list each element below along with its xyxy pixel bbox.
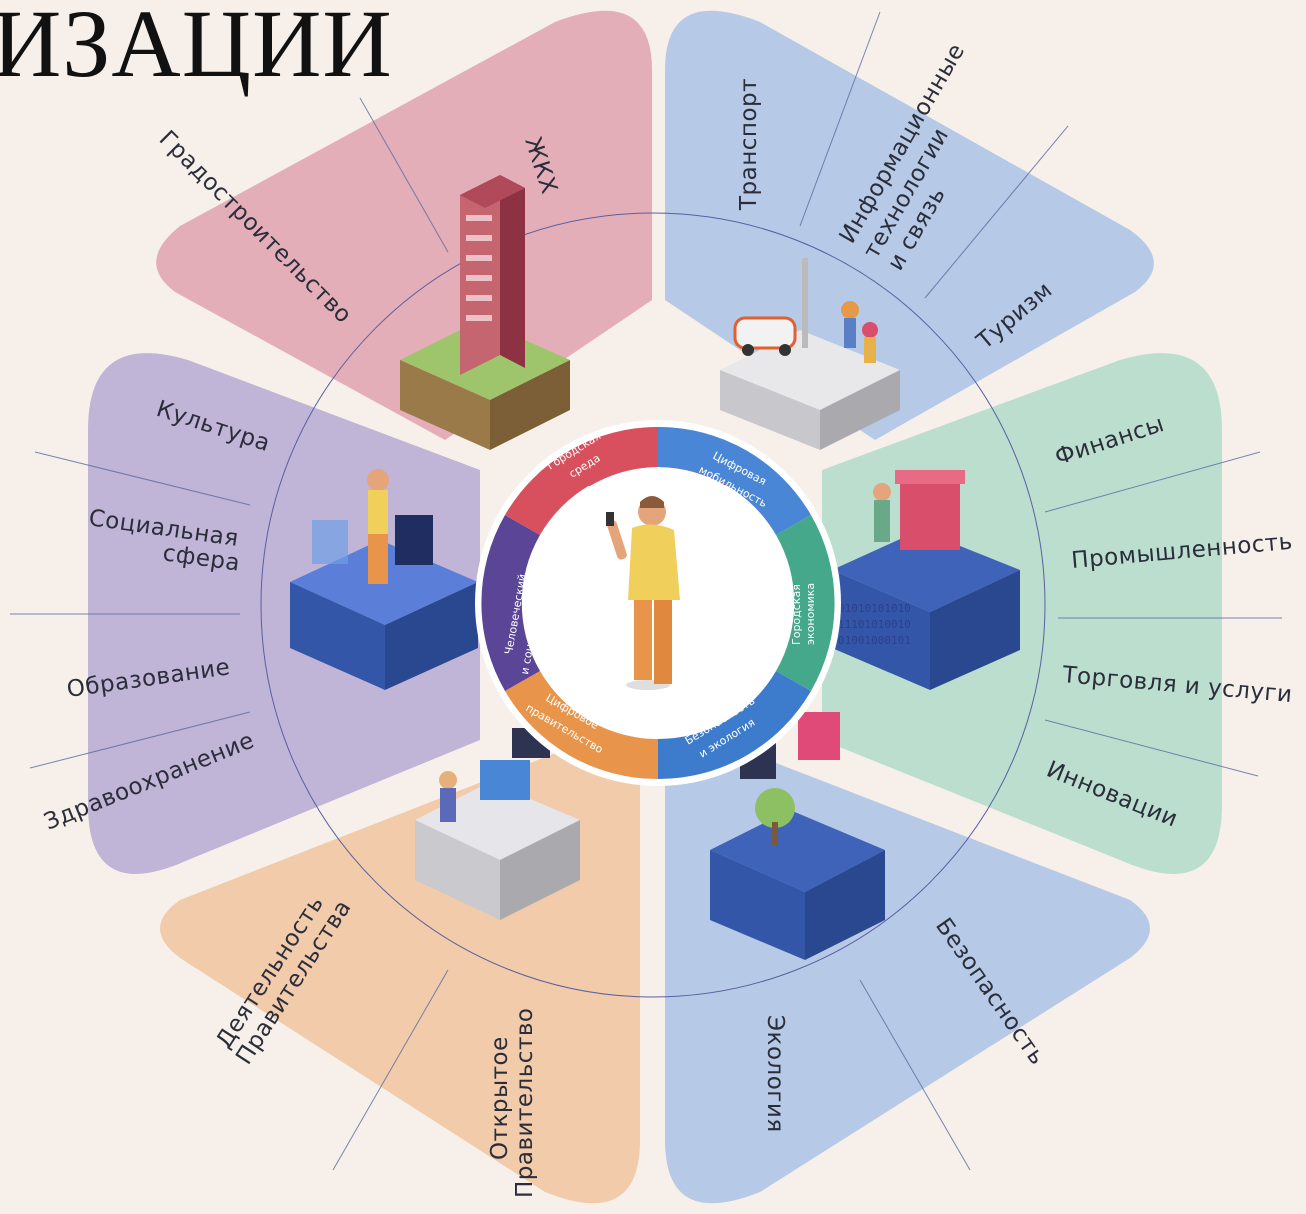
ring-segment-economy bbox=[776, 515, 835, 691]
ring-segment-government bbox=[505, 671, 658, 780]
binary-row-2: 11101010010 bbox=[838, 618, 911, 631]
page-title: ИЗАЦИИ bbox=[0, 0, 393, 97]
human-illustration bbox=[290, 469, 478, 690]
ring-segment-mobility bbox=[658, 426, 811, 535]
ring-segment-safety bbox=[658, 671, 811, 780]
ring-segment-urban-main bbox=[505, 426, 658, 535]
sector-urban bbox=[156, 10, 653, 441]
safety-illustration bbox=[710, 712, 885, 960]
binary-row-3: 01001000101 bbox=[838, 634, 911, 647]
building-illustration bbox=[400, 175, 570, 450]
center-person bbox=[606, 496, 680, 690]
street-illustration bbox=[720, 258, 900, 450]
ring-label-economy-2: экономика bbox=[804, 583, 817, 645]
ring-segment-human bbox=[481, 515, 540, 691]
label-otkrytoe: Открытое bbox=[487, 1036, 513, 1160]
edge-text-fragment: I bbox=[0, 500, 2, 569]
ring-label-economy-1: Городская bbox=[790, 584, 803, 645]
leader-lines bbox=[10, 11, 1282, 1171]
economy-illustration: 01010101010 11101010010 01001000101 bbox=[832, 470, 1020, 690]
guide-circle bbox=[260, 212, 1046, 998]
label-ekologiya: Экология bbox=[762, 1015, 788, 1133]
label-transport: Транспорт bbox=[736, 78, 762, 211]
label-otkrytoe-pravitelstvo: Правительство bbox=[512, 1008, 538, 1198]
binary-row-1: 01010101010 bbox=[838, 602, 911, 615]
